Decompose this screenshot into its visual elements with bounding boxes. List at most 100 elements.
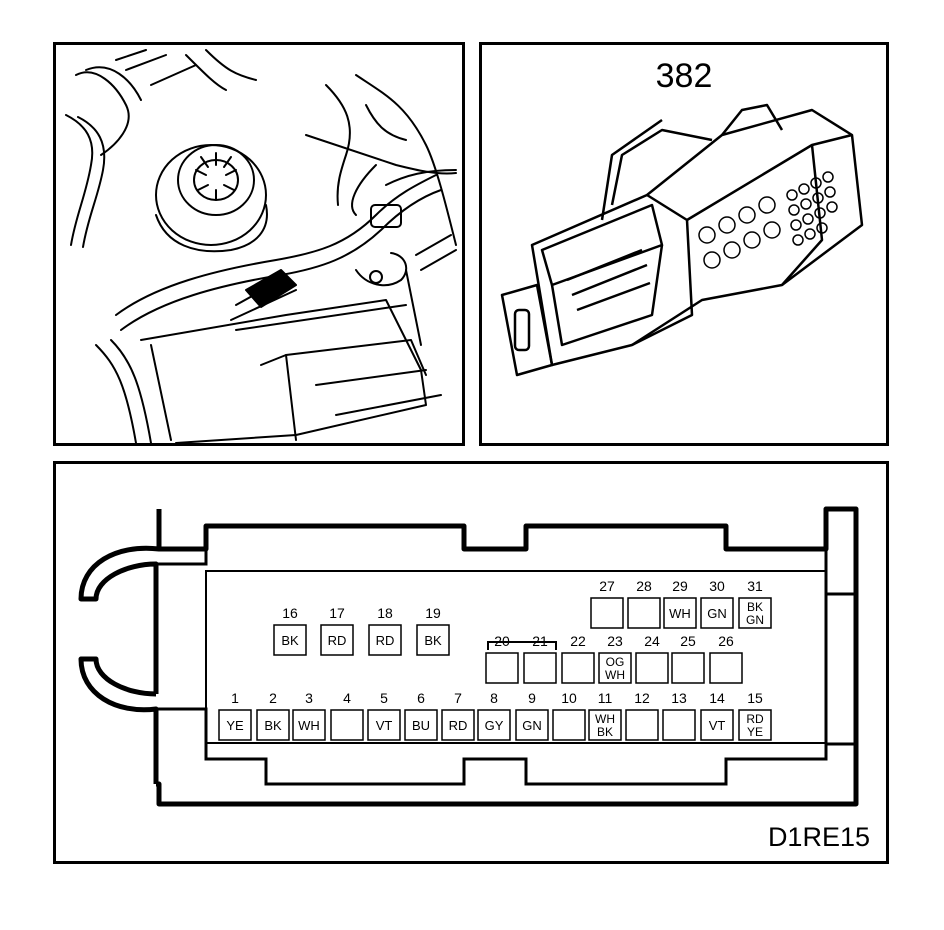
pin-27: 27 — [590, 578, 624, 629]
connector-part-number: 382 — [655, 57, 713, 95]
pin-cavity — [441, 709, 475, 741]
wire-color-label: RD — [449, 718, 468, 733]
pin-9: 9GN — [515, 690, 549, 741]
connector-illustration-panel: 382 — [479, 42, 889, 446]
pin-cavity — [368, 624, 402, 656]
pin-cavity — [590, 597, 624, 629]
pin-4: 4 — [330, 690, 364, 741]
pin-number: 23 — [607, 633, 623, 649]
pin-cavity — [477, 709, 511, 741]
pin-7: 7RD — [441, 690, 475, 741]
pin-number: 31 — [747, 578, 763, 594]
pin-22: 22 — [561, 633, 595, 684]
pin-number: 9 — [528, 690, 536, 706]
pin-number: 26 — [718, 633, 734, 649]
pin-20-21-latch — [487, 641, 557, 650]
wire-color-label: GY — [485, 718, 504, 733]
wire-color-label: BU — [412, 718, 430, 733]
pin-number: 30 — [709, 578, 725, 594]
pin-20: 20 — [485, 633, 519, 684]
pin-12: 12 — [625, 690, 659, 741]
pin-cavity — [738, 597, 772, 629]
wire-color-label: WH — [669, 606, 691, 621]
wire-color-label: RD — [328, 633, 347, 648]
pin-8: 8GY — [477, 690, 511, 741]
pin-cavity — [662, 709, 696, 741]
pin-cavity — [515, 709, 549, 741]
pin-13: 13 — [662, 690, 696, 741]
engine-bay-illustration — [65, 49, 457, 444]
pin-number: 14 — [709, 690, 725, 706]
connector-housing-outline — [78, 506, 859, 807]
wire-color-label: WH — [605, 668, 625, 682]
pin-number: 20 — [494, 633, 510, 649]
pin-number: 7 — [454, 690, 462, 706]
pin-6: 6BU — [404, 690, 438, 741]
pin-cavity — [523, 652, 557, 684]
wire-color-label: GN — [522, 718, 542, 733]
pin-number: 25 — [680, 633, 696, 649]
pin-cavity — [404, 709, 438, 741]
pin-21: 21 — [523, 633, 557, 684]
pin-number: 10 — [561, 690, 577, 706]
pin-number: 16 — [282, 605, 298, 621]
pin-cavity — [625, 709, 659, 741]
pin-cavity — [256, 709, 290, 741]
pin-25: 25 — [671, 633, 705, 684]
pin-10: 10 — [552, 690, 586, 741]
pin-number: 2 — [269, 690, 277, 706]
wire-color-label: YE — [226, 718, 244, 733]
pin-cavity — [416, 624, 450, 656]
pin-1: 1YE — [218, 690, 252, 741]
wire-color-label: WH — [595, 712, 615, 726]
pin-cavity — [273, 624, 307, 656]
pin-2: 2BK — [256, 690, 290, 741]
wire-color-label: BK — [264, 718, 282, 733]
pin-number: 8 — [490, 690, 498, 706]
pin-number: 15 — [747, 690, 763, 706]
pin-number: 22 — [570, 633, 586, 649]
wire-color-label: OG — [606, 655, 625, 669]
connector-3d-illustration — [500, 103, 864, 377]
pin-number: 13 — [671, 690, 687, 706]
pin-number: 17 — [329, 605, 345, 621]
pin-cavity — [598, 652, 632, 684]
pin-cavity — [552, 709, 586, 741]
pin-28: 28 — [627, 578, 661, 629]
wire-color-label: GN — [707, 606, 727, 621]
pin-number: 19 — [425, 605, 441, 621]
pin-number: 11 — [598, 690, 613, 706]
pin-number: 18 — [377, 605, 393, 621]
pin-26: 26 — [709, 633, 743, 684]
pin-number: 5 — [380, 690, 388, 706]
pin-number: 28 — [636, 578, 652, 594]
pin-cavity — [700, 709, 734, 741]
pin-number: 24 — [644, 633, 660, 649]
wire-color-label: WH — [298, 718, 320, 733]
pin-number: 4 — [343, 690, 351, 706]
figure-code: D1RE15 — [767, 822, 870, 852]
pin-cavity — [635, 652, 669, 684]
engine-bay-location-drawing — [53, 42, 465, 446]
pin-cavity — [320, 624, 354, 656]
pin-cavity — [663, 597, 697, 629]
pin-3: 3WH — [292, 690, 326, 741]
pin-cavity — [700, 597, 734, 629]
pin-number: 21 — [532, 633, 548, 649]
pin-24: 24 — [635, 633, 669, 684]
wire-color-label: BK — [597, 725, 613, 739]
wire-color-label: VT — [709, 718, 726, 733]
wire-color-label: GN — [746, 613, 764, 627]
wire-color-label: BK — [281, 633, 299, 648]
wire-color-label: RD — [376, 633, 395, 648]
